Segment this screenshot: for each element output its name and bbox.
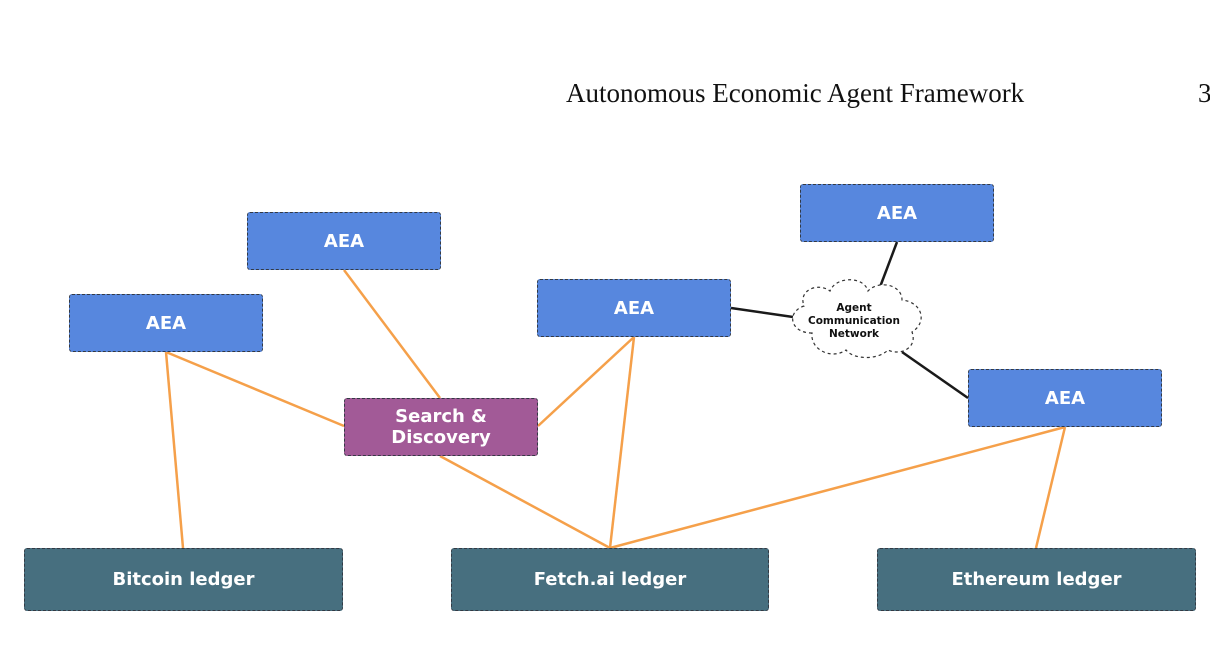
aea-node-right: AEA [968, 369, 1162, 427]
search-discovery-node: Search & Discovery [344, 398, 538, 456]
link-search-fetch [439, 454, 611, 550]
aea-node-top-left: AEA [247, 212, 441, 270]
network-cloud-icon [792, 279, 922, 359]
link-network-aea-right [901, 350, 969, 400]
link-aea-center-network [730, 306, 801, 320]
network-label-line1: Agent [836, 302, 872, 314]
link-search-aea-center [537, 336, 635, 427]
link-aea-topright-network [878, 241, 899, 288]
aea-node-center: AEA [537, 279, 731, 337]
link-aea-left-bitcoin [164, 351, 185, 549]
search-discovery-line1: Search & [395, 406, 487, 427]
network-label-line2: Communication [808, 315, 900, 327]
bitcoin-ledger-node: Bitcoin ledger [24, 548, 343, 611]
link-aea-top-search [343, 269, 441, 399]
ethereum-ledger-node: Ethereum ledger [877, 548, 1196, 611]
fetchai-ledger-node: Fetch.ai ledger [451, 548, 769, 611]
network-label: Agent Communication Network [794, 302, 914, 341]
search-discovery-line2: Discovery [391, 427, 491, 448]
link-aea-left-search [165, 350, 345, 428]
link-aea-right-fetch [609, 425, 1066, 550]
page-number: 3 [1198, 78, 1210, 108]
network-label-line3: Network [828, 328, 879, 340]
link-aea-center-fetch [608, 336, 636, 549]
running-title: Autonomous Economic Agent Framework [566, 78, 1025, 108]
aea-node-left: AEA [69, 294, 263, 352]
link-aea-right-ethereum [1034, 426, 1067, 549]
aea-node-top-right: AEA [800, 184, 994, 242]
